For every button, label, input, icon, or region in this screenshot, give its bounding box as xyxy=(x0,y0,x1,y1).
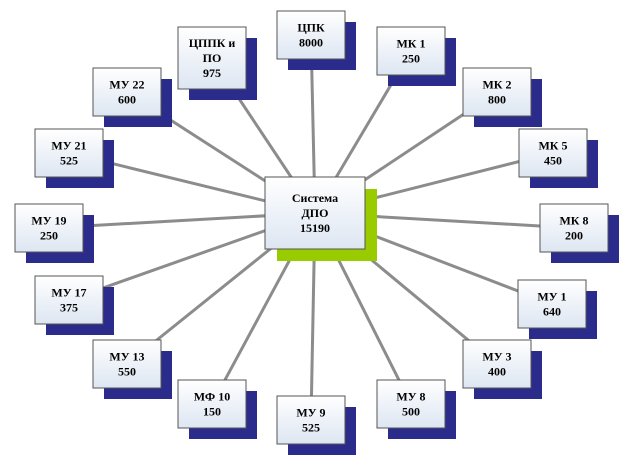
node-label: МУ 22 xyxy=(109,78,144,92)
node-box xyxy=(276,10,346,60)
node-label: Система xyxy=(292,191,338,205)
node-box xyxy=(14,203,84,253)
node-box xyxy=(177,26,247,90)
node-label: 550 xyxy=(118,365,136,379)
node-label: 200 xyxy=(565,229,583,243)
node-label: 975 xyxy=(203,66,221,80)
node-label: МФ 10 xyxy=(194,390,230,404)
node-label: 150 xyxy=(203,405,221,419)
node-label: 250 xyxy=(40,229,58,243)
node-box xyxy=(34,128,104,178)
node-shadow xyxy=(474,351,542,399)
node-box xyxy=(264,176,366,250)
node-label: ПО xyxy=(203,51,222,65)
node-label: МУ 17 xyxy=(51,286,86,300)
node-label: МУ 8 xyxy=(396,390,425,404)
node-shadow xyxy=(189,391,257,439)
node-label: 400 xyxy=(488,365,506,379)
node-label: МК 2 xyxy=(482,78,511,92)
node-box xyxy=(462,339,532,389)
node-box xyxy=(376,379,446,429)
node-label: 375 xyxy=(60,301,78,315)
node-label: 8000 xyxy=(299,36,323,50)
node-shadow xyxy=(26,215,94,263)
node-label: ЦППК и xyxy=(189,36,236,50)
node-label: МК 5 xyxy=(538,139,567,153)
node-label: 800 xyxy=(488,93,506,107)
node-shadow xyxy=(530,140,598,188)
node-label: МУ 9 xyxy=(296,406,325,420)
node-box xyxy=(539,203,609,253)
node-box xyxy=(177,379,247,429)
node-label: МУ 1 xyxy=(537,290,566,304)
node-box xyxy=(92,67,162,117)
node-shadow xyxy=(288,407,356,455)
node-shadow xyxy=(388,38,456,86)
node-shadow xyxy=(46,140,114,188)
node-label: 525 xyxy=(60,154,78,168)
node-label: ЦПК xyxy=(297,21,325,35)
node-box xyxy=(34,275,104,325)
node-shadow xyxy=(277,189,377,261)
node-shadow xyxy=(474,79,542,127)
node-label: МК 1 xyxy=(396,37,425,51)
node-label: ДПО xyxy=(302,206,329,220)
node-box xyxy=(462,67,532,117)
node-label: 640 xyxy=(543,305,561,319)
node-shadow xyxy=(288,22,356,70)
node-shadow xyxy=(104,79,172,127)
node-shadow xyxy=(529,291,597,339)
node-shadow xyxy=(46,287,114,335)
node-box xyxy=(376,26,446,76)
node-shadow xyxy=(388,391,456,439)
node-label: 15190 xyxy=(300,221,330,235)
node-label: 250 xyxy=(402,52,420,66)
node-label: 450 xyxy=(544,154,562,168)
node-label: МК 8 xyxy=(559,214,588,228)
node-label: МУ 3 xyxy=(482,350,511,364)
node-box xyxy=(92,339,162,389)
node-box xyxy=(276,395,346,445)
node-label: 500 xyxy=(402,405,420,419)
node-label: МУ 13 xyxy=(109,350,144,364)
node-label: МУ 19 xyxy=(31,214,66,228)
node-shadow xyxy=(104,351,172,399)
node-label: 525 xyxy=(302,421,320,435)
node-label: 600 xyxy=(118,93,136,107)
node-shadow xyxy=(551,215,619,263)
node-shadow xyxy=(189,38,257,100)
node-box xyxy=(517,279,587,329)
node-label: МУ 21 xyxy=(51,139,86,153)
node-box xyxy=(518,128,588,178)
